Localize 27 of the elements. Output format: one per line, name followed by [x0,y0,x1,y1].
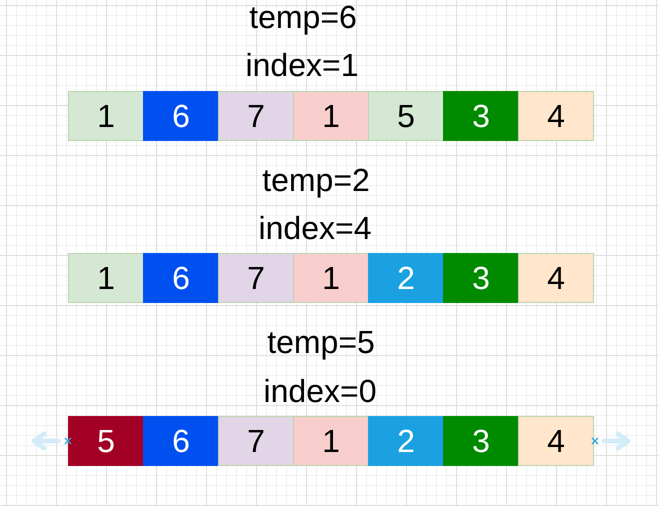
array-cell: 1 [293,253,369,303]
array-cell: 6 [143,416,219,466]
array-cell: 5 [368,91,444,141]
variable-label: index=4 [258,212,372,244]
array-cell: 3 [443,416,519,466]
array-cell: 4 [518,91,594,141]
array-cell: 1 [68,91,144,141]
variable-label: temp=5 [267,326,375,358]
array-cell: 6 [143,253,219,303]
variable-label: temp=6 [249,1,357,33]
array-cell: 1 [293,416,369,466]
variable-label: temp=2 [262,164,370,196]
array-cell: 4 [518,416,594,466]
array-cell: 7 [218,253,294,303]
array-cell: 1 [293,91,369,141]
array-cell: 2 [368,253,444,303]
variable-label: index=0 [264,375,376,407]
array-cell: 2 [368,416,444,466]
array-cell: 7 [218,91,294,141]
array-cell: 6 [143,91,219,141]
array-cell: 3 [443,253,519,303]
array-cell: 7 [218,416,294,466]
array-cell: 1 [68,253,144,303]
array-cell: 3 [443,91,519,141]
variable-label: index=1 [246,49,358,81]
array-cell: 4 [518,253,594,303]
array-cell: 5 [68,416,144,466]
